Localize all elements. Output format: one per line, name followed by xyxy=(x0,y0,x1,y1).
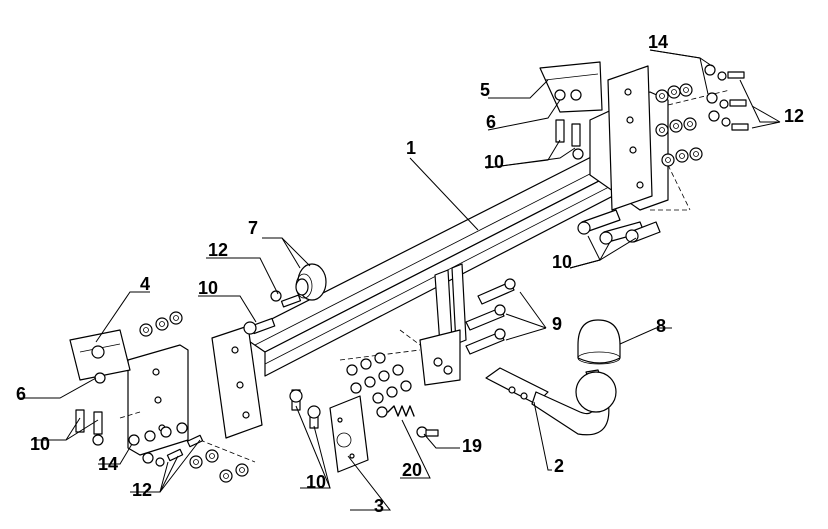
bumper-part xyxy=(295,263,327,301)
callout-12-right: 12 xyxy=(784,106,804,126)
right-lower-bolts xyxy=(577,209,661,245)
callout-6-right: 6 xyxy=(486,112,496,132)
left-beam-bolts xyxy=(243,290,302,335)
center-bottom-bolts xyxy=(289,389,321,429)
right-mounting-plates xyxy=(539,61,731,211)
callout-labels: 1 2 3 4 5 6 6 7 8 9 10 10 10 10 10 12 12… xyxy=(16,32,804,516)
left-mounting-plates xyxy=(69,325,263,463)
callout-14-left: 14 xyxy=(98,454,118,474)
callout-4: 4 xyxy=(140,274,150,294)
long-bolts xyxy=(465,278,516,355)
callout-2: 2 xyxy=(554,456,564,476)
right-fastener-set xyxy=(554,64,749,167)
left-fastener-set xyxy=(75,311,249,483)
callout-10-right-top: 10 xyxy=(484,152,504,172)
callout-10-right-bottom: 10 xyxy=(552,252,572,272)
center-drop-brackets xyxy=(339,263,467,386)
callout-10-center-bottom: 10 xyxy=(306,472,326,492)
callout-9: 9 xyxy=(552,314,562,334)
callout-10-left-plate: 10 xyxy=(198,278,218,298)
callout-20: 20 xyxy=(402,460,422,480)
callout-10-left-bottom: 10 xyxy=(30,434,50,454)
callout-14-right: 14 xyxy=(648,32,668,52)
callout-8: 8 xyxy=(656,316,666,336)
callout-3: 3 xyxy=(374,496,384,516)
center-fastener-set xyxy=(346,352,412,404)
ball-mount xyxy=(485,367,610,436)
callout-12-left-bottom: 12 xyxy=(132,480,152,500)
callout-12-left-top: 12 xyxy=(208,240,228,260)
socket-plate xyxy=(329,395,369,473)
callout-6-left: 6 xyxy=(16,384,26,404)
callout-7: 7 xyxy=(248,218,258,238)
callout-19: 19 xyxy=(462,436,482,456)
leader-lines xyxy=(20,49,781,511)
tow-ball xyxy=(575,319,621,413)
callout-1: 1 xyxy=(406,138,416,158)
callout-5: 5 xyxy=(480,80,490,100)
